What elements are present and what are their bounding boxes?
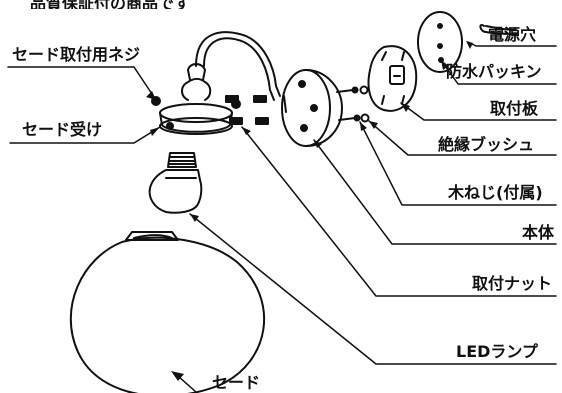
arm [195,31,281,101]
insulating-bushes [359,85,370,123]
leader-lines [7,41,557,393]
label-mounting-plate: 取付板 [490,99,539,118]
label-body: 本体 [522,223,555,242]
waterproof-packing [417,11,463,73]
leader-arrowheads [146,41,473,222]
mounting-plate [367,45,418,112]
label-shade: セード [212,373,261,392]
label-shade-screw: セード取付用ネジ [12,45,141,64]
label-led-lamp: LEDランプ [456,342,538,361]
label-wood-screw: 木ねじ(付属) [448,183,543,202]
power-cable [479,24,519,35]
label-insulating-bush: 絶縁ブッシュ [438,135,535,154]
body-plate [281,69,343,147]
label-power-hole: 電源穴 [488,25,537,44]
label-mounting-nut: 取付ナット [472,274,553,293]
mounting-nuts [225,95,269,125]
shade-globe [69,231,266,393]
led-lamp [148,152,203,214]
wood-screws [336,86,361,122]
label-shade-holder: セード受け [22,120,103,139]
label-waterproof-packing: 防水パッキン [446,62,542,81]
header-fragment: 品質保証付の商品です [0,0,562,9]
